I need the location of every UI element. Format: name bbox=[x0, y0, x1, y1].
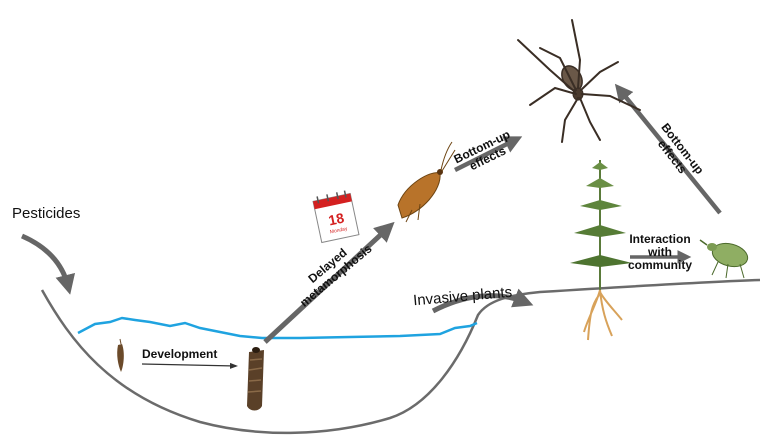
water-surface-line bbox=[77, 316, 478, 340]
interaction-line3: community bbox=[627, 258, 692, 272]
pesticides-label: Pesticides bbox=[12, 205, 81, 222]
larva-icon bbox=[117, 338, 124, 372]
caddisfly-adult-icon bbox=[397, 141, 456, 223]
interaction-line2: with bbox=[648, 245, 672, 259]
calendar-day: 18 bbox=[327, 209, 346, 228]
pesticides-arrow bbox=[20, 233, 76, 295]
calendar-icon: 18 Monday bbox=[312, 190, 360, 244]
nettle-plant-icon bbox=[570, 160, 632, 341]
case-larva-icon bbox=[247, 347, 264, 411]
bottom-up-arrow-right bbox=[614, 83, 722, 215]
development-label: Development bbox=[142, 347, 218, 361]
interaction-label: Interaction with community bbox=[620, 233, 700, 272]
interaction-line1: Interaction bbox=[629, 232, 691, 246]
spider-icon bbox=[517, 19, 641, 143]
weevil-icon bbox=[699, 239, 749, 279]
basin-ground-line bbox=[40, 278, 761, 435]
invasive-plants-arrow bbox=[431, 288, 534, 314]
development-arrow bbox=[141, 362, 238, 369]
bottom-up-arrow-left bbox=[453, 136, 523, 173]
calendar-weekday: Monday bbox=[329, 226, 348, 236]
delayed-metamorphosis-arrow bbox=[263, 221, 395, 344]
